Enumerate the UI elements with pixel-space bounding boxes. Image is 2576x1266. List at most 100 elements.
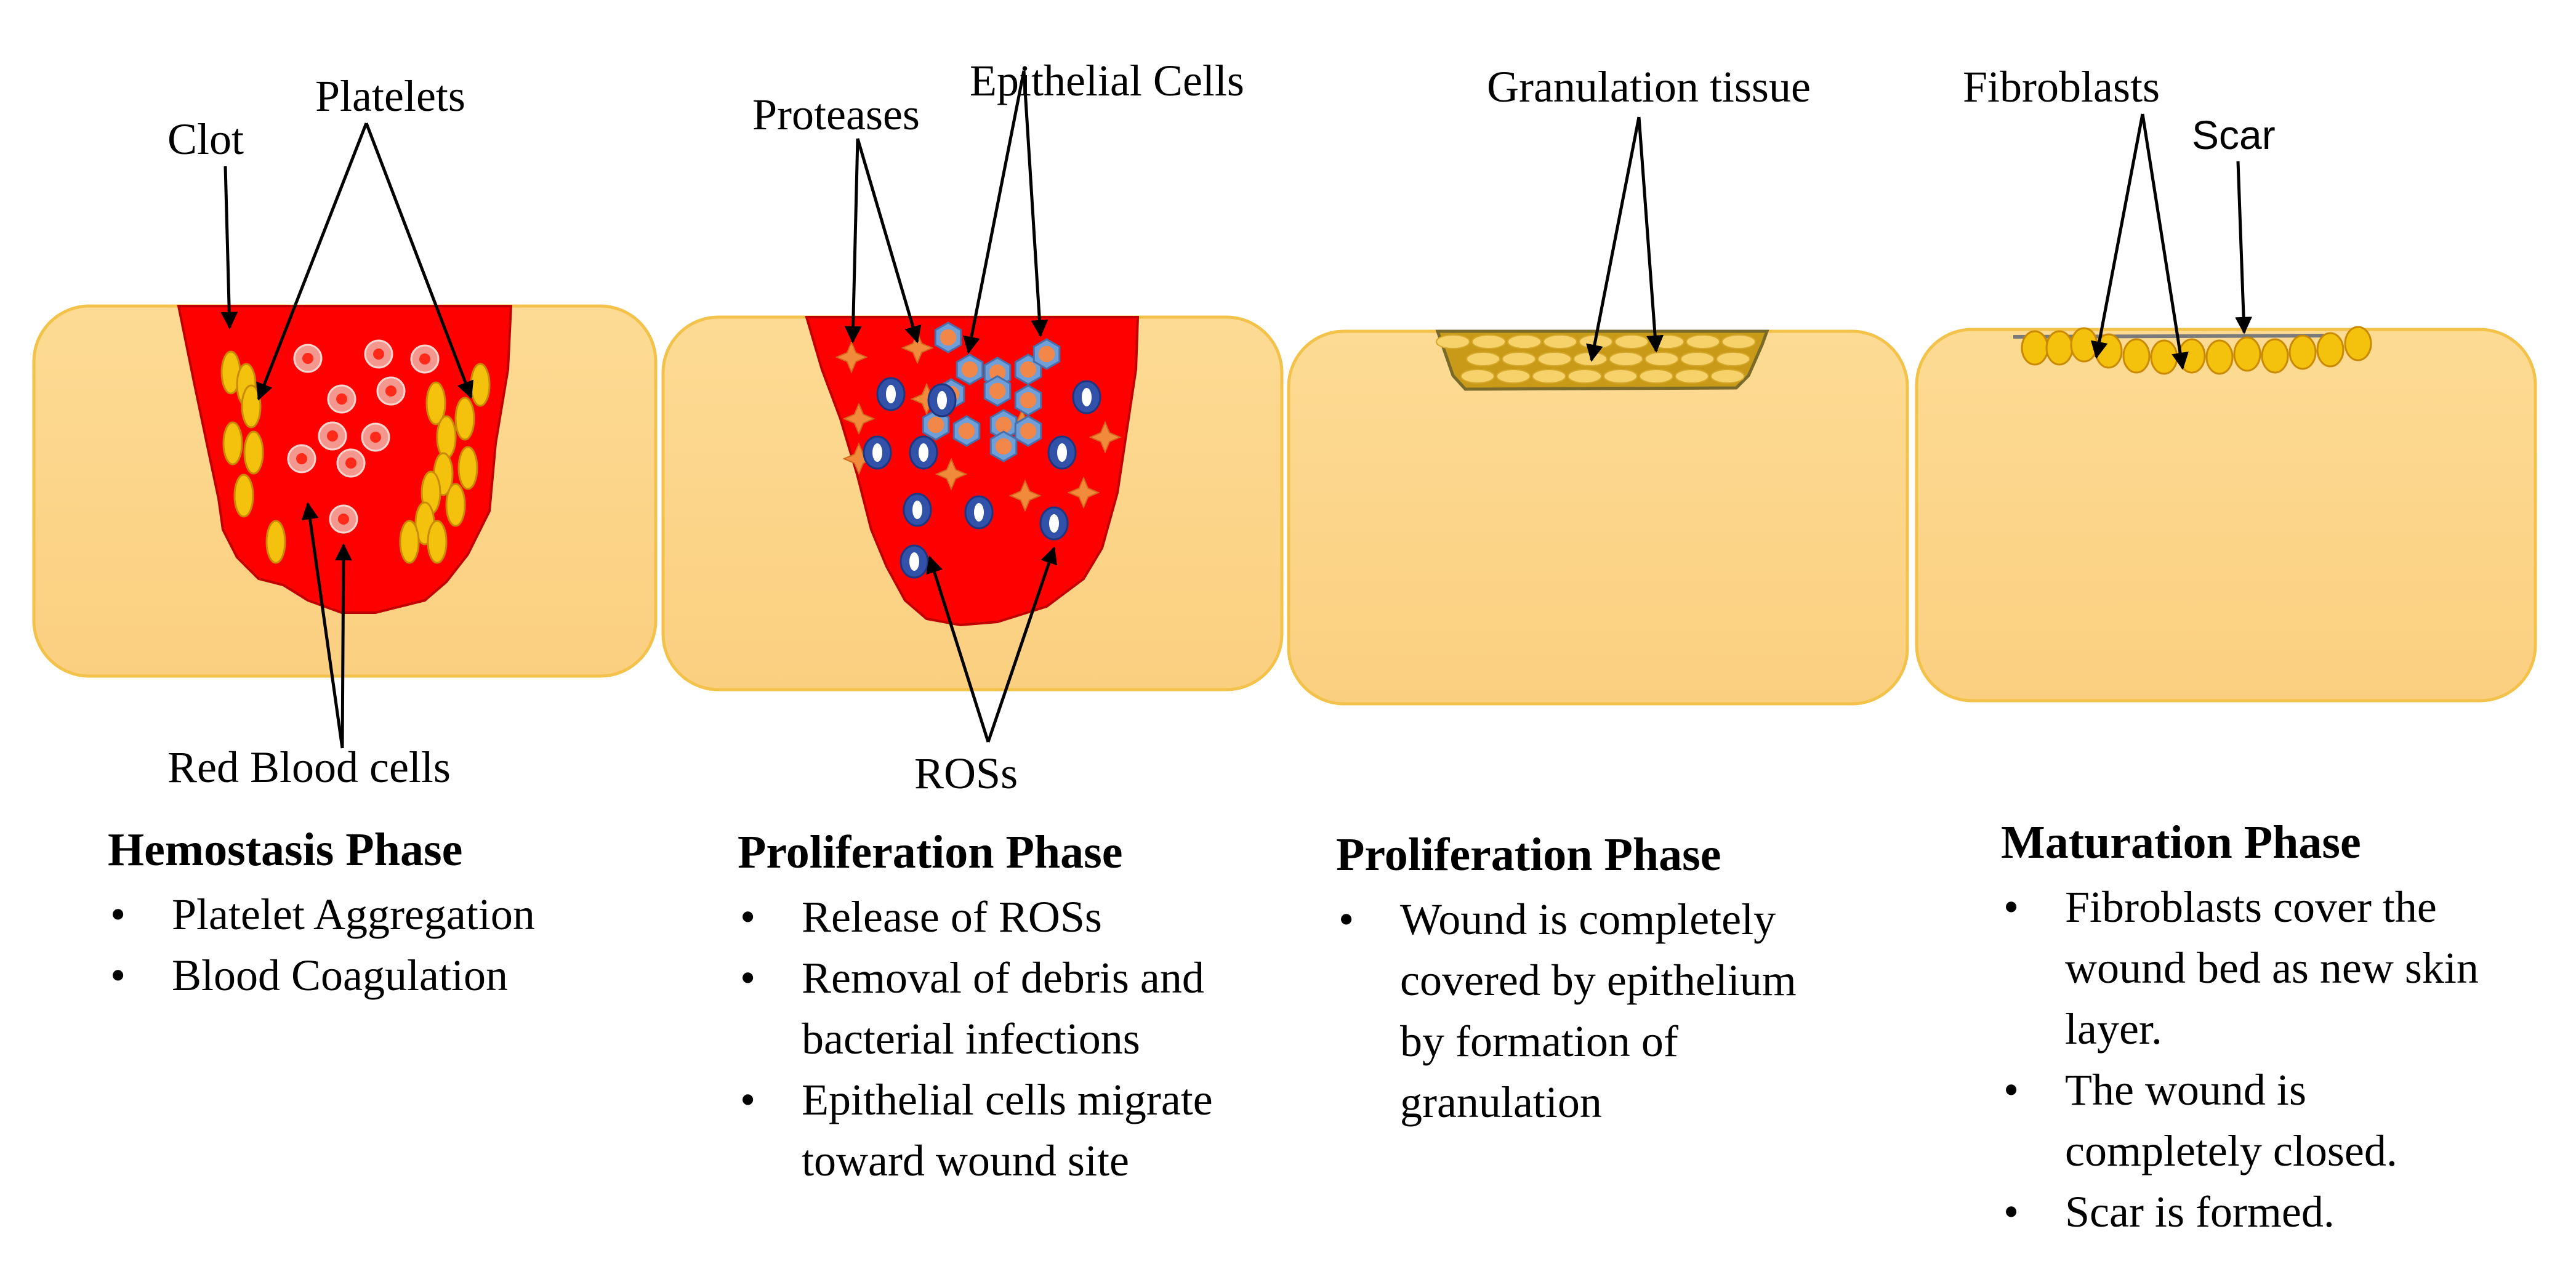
platelet — [399, 520, 420, 564]
granulation-cell — [1710, 369, 1745, 384]
ros — [863, 435, 892, 470]
protease — [835, 341, 868, 374]
granulation-cell — [1436, 334, 1470, 349]
arrow-ross-right — [986, 546, 1058, 743]
phase-title: Maturation Phase — [2001, 816, 2361, 868]
ros — [909, 435, 938, 470]
platelet — [454, 397, 475, 441]
granulation-cell — [1675, 369, 1709, 384]
red-blood-cell-group — [287, 339, 440, 534]
platelet — [445, 483, 466, 527]
platelet — [243, 430, 264, 475]
arrow-platelets-left — [256, 123, 368, 401]
label-clot: Clot — [167, 115, 244, 164]
granulation-cell — [1716, 352, 1750, 366]
granulation-cell — [1532, 369, 1566, 384]
granulation-cell — [1471, 334, 1506, 349]
phase-bullets: Release of ROSs Removal of debris and ba… — [738, 887, 1292, 1191]
phase-bullet: The wound is completely closed. — [2001, 1060, 2496, 1182]
granulation-cell — [1502, 352, 1536, 366]
red-blood-cell — [329, 504, 358, 534]
epithelial-cell — [1014, 415, 1042, 447]
label-fibroblasts: Fibroblasts — [1963, 62, 2160, 111]
platelet — [425, 381, 446, 425]
phase-proliferation-granulation: Proliferation Phase Wound is completely … — [1336, 825, 1859, 1133]
arrow-epithelial-left — [963, 70, 1026, 354]
granulation-cell — [1721, 334, 1756, 349]
ros — [964, 495, 994, 530]
arrow-clot — [220, 166, 238, 329]
granulation-cell — [1507, 334, 1542, 349]
platelet — [436, 415, 457, 459]
phase-bullet: Platelet Aggregation — [108, 884, 662, 945]
fibroblast — [2045, 330, 2074, 366]
epithelial-cell — [1014, 384, 1042, 416]
phase-bullet: Removal of debris and bacterial infectio… — [738, 948, 1282, 1070]
label-ross: ROSs — [914, 749, 1018, 798]
pointer-arrows — [220, 70, 2253, 749]
platelet-group — [220, 350, 491, 564]
granulation-cell — [1496, 369, 1531, 384]
arrow-fibroblasts-right — [2141, 113, 2189, 370]
protease — [1089, 421, 1122, 454]
fibroblast — [2122, 338, 2151, 374]
epithelial-cell — [922, 409, 950, 441]
ros — [1072, 380, 1101, 414]
fibroblast — [2150, 339, 2178, 375]
ros-group — [863, 377, 1101, 579]
red-blood-cell — [364, 339, 393, 369]
phase-title: Proliferation Phase — [738, 826, 1123, 878]
label-red-blood-cells: Red Blood cells — [167, 743, 451, 792]
arrow-granulation-right — [1637, 116, 1664, 353]
ros — [900, 544, 929, 579]
granulation-cell — [1614, 334, 1649, 349]
fibroblast — [2233, 336, 2261, 372]
epithelial-cell — [1032, 338, 1061, 370]
arrow-platelets-right — [364, 123, 474, 399]
fibroblast — [2261, 338, 2289, 374]
red-blood-cell — [287, 444, 316, 474]
platelet — [457, 446, 478, 490]
epithelial-cell — [952, 415, 981, 447]
platelet — [265, 520, 286, 564]
ros — [1047, 435, 1077, 470]
epithelial-cell — [956, 353, 984, 385]
granulation-cell — [1460, 369, 1495, 384]
label-platelets: Platelets — [315, 71, 465, 121]
arrow-ross-left — [926, 555, 990, 743]
panel-maturation — [1915, 326, 2537, 703]
arrow-proteases-left — [844, 138, 862, 344]
granulation-cell — [1466, 352, 1500, 366]
red-blood-cell — [327, 384, 356, 414]
phase-proliferation-early: Proliferation Phase Release of ROSs Remo… — [738, 823, 1292, 1191]
arrow-epithelial-right — [1022, 70, 1049, 337]
red-blood-cell — [376, 376, 406, 406]
phase-bullet: Blood Coagulation — [108, 945, 662, 1006]
phase-title: Proliferation Phase — [1336, 829, 1721, 881]
fibroblast — [2344, 326, 2372, 361]
red-blood-cell — [318, 421, 347, 451]
protease-group — [835, 331, 1122, 512]
phase-hemostasis: Hemostasis Phase Platelet Aggregation Bl… — [108, 820, 662, 1006]
phase-bullet: Wound is completely covered by epitheliu… — [1336, 889, 1843, 1133]
fibroblast — [2316, 332, 2345, 368]
panel-hemostasis — [32, 304, 658, 678]
phase-bullets: Wound is completely covered by epitheliu… — [1336, 889, 1859, 1133]
ros — [903, 493, 932, 527]
ros — [927, 383, 957, 417]
platelet — [470, 363, 491, 407]
granulation-cell — [1609, 352, 1643, 366]
epithelial-cell — [983, 375, 1012, 407]
granulation-cell — [1568, 369, 1602, 384]
label-granulation-tissue: Granulation tissue — [1487, 62, 1811, 111]
granulation-cell — [1680, 352, 1715, 366]
label-scar: Scar — [2192, 112, 2276, 158]
ros — [1039, 506, 1069, 541]
granulation-cell — [1603, 369, 1638, 384]
panel-proliferation-early — [661, 315, 1284, 691]
fibroblast — [2205, 339, 2234, 375]
arrow-rbc-left — [301, 502, 344, 749]
phase-bullets: Platelet Aggregation Blood Coagulation — [108, 884, 662, 1006]
platelet — [233, 474, 254, 518]
epithelial-cell — [934, 321, 962, 353]
